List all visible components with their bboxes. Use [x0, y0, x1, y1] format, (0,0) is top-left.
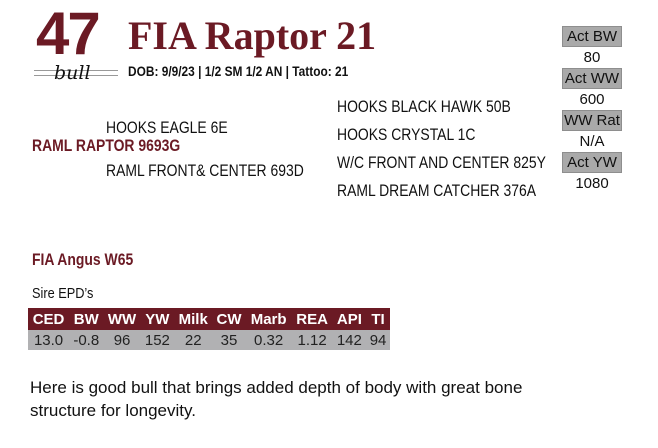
epd-header: CED [28, 308, 70, 330]
dam-dam: RAML DREAM CATCHER 376A [337, 181, 537, 200]
epd-header: Milk [174, 308, 213, 330]
dam-name: FIA Angus W65 [32, 250, 134, 269]
description: Here is good bull that brings added dept… [30, 378, 523, 420]
epd-header: TI [366, 308, 390, 330]
epd-value: 1.12 [291, 330, 333, 350]
epd-value: 35 [212, 330, 246, 350]
dam-sire: HOOKS CRYSTAL 1C [337, 125, 476, 144]
epd-value: -0.8 [69, 330, 104, 350]
lot-number: 47 [36, 0, 101, 67]
stat-value: 1080 [575, 175, 609, 192]
epd-value: 142 [332, 330, 367, 350]
sire-sire: HOOKS EAGLE 6E [106, 118, 228, 137]
epd-header: REA [291, 308, 333, 330]
lot-kind: bull [54, 62, 91, 84]
stat-label: Act WW [562, 68, 622, 89]
epd-header: Marb [245, 308, 292, 330]
epd-value: 22 [174, 330, 213, 350]
stat-value: N/A [579, 133, 605, 150]
sire: RAML RAPTOR 9693G [32, 136, 181, 155]
divider [34, 75, 118, 76]
epd-header: BW [69, 308, 104, 330]
epd-header: CW [212, 308, 246, 330]
stat-label: Act BW [562, 26, 622, 47]
stat-value: 80 [583, 49, 601, 66]
epd-value-row: 13.0 -0.8 96 152 22 35 0.32 1.12 142 94 [28, 330, 390, 350]
sire-dam: RAML FRONT& CENTER 693D [106, 161, 304, 180]
stat-label: WW Rat [562, 110, 622, 131]
divider [34, 70, 118, 71]
epd-table: CED BW WW YW Milk CW Marb REA API TI 13.… [28, 308, 390, 350]
epd-value: 94 [366, 330, 390, 350]
animal-details: DOB: 9/9/23 | 1/2 SM 1/2 AN | Tattoo: 21 [128, 63, 349, 79]
actual-stats: Act BW 80 Act WW 600 WW Rat N/A Act YW 1… [562, 26, 622, 194]
epd-value: 13.0 [28, 330, 70, 350]
animal-name: FIA Raptor 21 [128, 13, 377, 58]
epd-value: 152 [140, 330, 175, 350]
dam-sire-sire: HOOKS BLACK HAWK 50B [337, 97, 511, 116]
epd-header-row: CED BW WW YW Milk CW Marb REA API TI [28, 308, 390, 330]
stat-value: 600 [579, 91, 605, 108]
stat-label: Act YW [562, 152, 622, 173]
epd-value: 96 [103, 330, 141, 350]
epd-label: Sire EPD’s [32, 285, 94, 302]
epd-header: API [332, 308, 367, 330]
epd-header: WW [103, 308, 141, 330]
dam-dam-sire: W/C FRONT AND CENTER 825Y [337, 153, 546, 172]
epd-value: 0.32 [245, 330, 292, 350]
epd-header: YW [140, 308, 175, 330]
